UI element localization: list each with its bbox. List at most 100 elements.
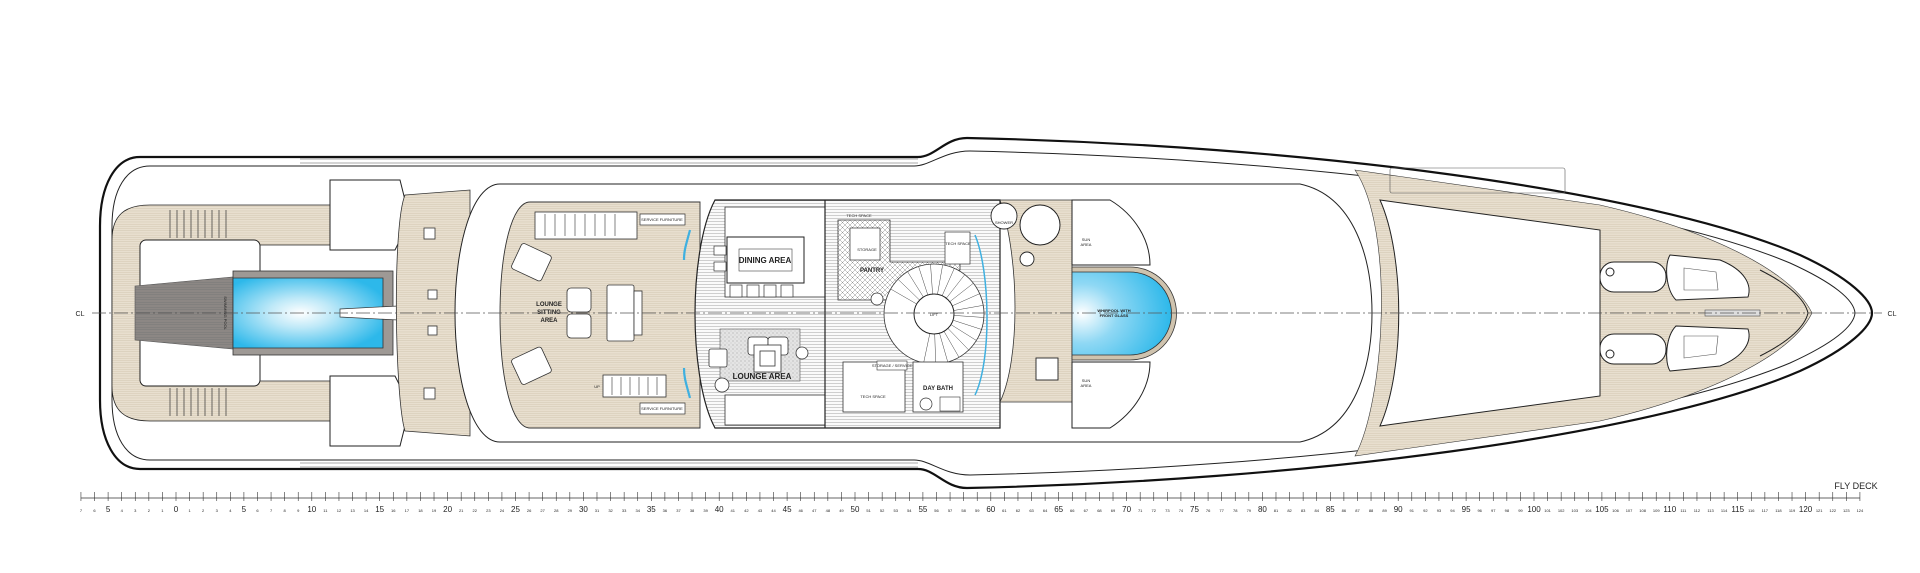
lift [913,293,955,335]
ruler-label: 109 [1653,508,1660,513]
ruler-label: 15 [375,505,384,514]
stair-tread [897,279,920,301]
ruler-label: 78 [1233,508,1238,513]
ruler-label: 3 [216,508,219,513]
ruler-label: 60 [986,505,995,514]
hull-inner-line [111,150,1856,476]
ruler-label: 49 [839,508,844,513]
glass-wall-forward [974,234,988,396]
ruler-label: 94 [1450,508,1455,513]
ruler-label: 28 [554,508,559,513]
ruler-label: 63 [1029,508,1034,513]
stairs-up-label: UP [594,384,600,389]
ruler-label: 8 [284,508,287,513]
side-rail-bottom [300,462,918,468]
ruler-label: 19 [432,508,437,513]
ruler-label: 70 [1122,505,1131,514]
shower-label: SHOWER [995,220,1013,225]
lounge-area-furniture [708,336,809,393]
davit-top [1599,261,1667,293]
stair-tread [934,333,936,364]
tech-space-right-label: TECH SPACE [945,241,971,246]
ruler-label: 123 [1843,508,1850,513]
aft-steps-bottom [169,388,227,416]
hull-outline [98,136,1874,490]
ruler-label: 107 [1626,508,1633,513]
ruler-label: 118 [1775,508,1782,513]
ruler-label: 10 [307,505,316,514]
ruler-label: 36 [663,508,668,513]
ruler-label: 1 [188,508,191,513]
ruler-label: 117 [1762,508,1769,513]
ruler-label: 24 [500,508,505,513]
ruler-label: 35 [647,505,656,514]
stair-tread [952,319,982,330]
ruler-label: 48 [826,508,831,513]
forward-teak-deck [999,199,1073,403]
centerline-label-aft: CL [76,311,85,318]
drawing-title: FLY DECK [1834,481,1877,491]
stair-tread [890,288,917,305]
ruler-label: 29 [568,508,573,513]
pantry-label: PANTRY [860,268,884,274]
ruler-label: 5 [242,505,247,514]
stair-tread [953,315,984,318]
ruler-label: 110 [1663,505,1676,514]
ruler-label: 23 [486,508,491,513]
ruler-label: 0 [174,505,179,514]
stair-tread [907,271,924,298]
ruler-label: 54 [907,508,912,513]
aft-stools [423,227,438,400]
centerline-label-bow: CL [1888,311,1897,318]
pantry-column [870,292,884,306]
ruler-label: 2 [202,508,205,513]
ruler-label: 120 [1799,505,1813,514]
ruler-label: 91 [1410,508,1415,513]
ruler-label: 95 [1462,505,1471,514]
stair-tread [923,333,931,363]
ruler-label: 67 [1084,508,1089,513]
ruler-label: 14 [364,508,369,513]
stair-tread [939,333,949,363]
ruler-label: 6 [93,508,96,513]
day-bath-label: DAY BATH [923,386,953,392]
ruler-label: 5 [106,505,111,514]
ruler-label: 89 [1382,508,1387,513]
storage-label: STORAGE [857,247,877,252]
ruler-label: 57 [948,508,953,513]
stair-tread [946,274,965,299]
day-bath-shower [939,396,961,412]
storage-service [876,360,908,371]
ruler-label: 66 [1070,508,1075,513]
ruler-label: 46 [798,508,803,513]
ruler-label: 111 [1680,508,1687,513]
ruler-label: 97 [1491,508,1496,513]
stair-tread [930,264,933,295]
ruler-label: 101 [1544,508,1551,513]
whirlpool [1071,271,1172,356]
stair-tread [949,283,974,302]
pool-vertical-label: SWIMMING POOL [223,296,228,330]
stairs-bottom [602,374,667,398]
ruler-label: 31 [595,508,600,513]
sun-area-top [1071,199,1151,266]
ruler-label: 20 [443,505,452,514]
ruler-label: 64 [1043,508,1048,513]
tech-space-top-label: TECH SPACE [846,213,872,218]
ruler-label: 108 [1639,508,1646,513]
ruler-label: 104 [1585,508,1592,513]
ruler-label: 41 [731,508,736,513]
ruler-label: 103 [1571,508,1578,513]
ruler-label: 39 [703,508,708,513]
ruler-label: 1 [161,508,164,513]
stair-tread [953,305,984,311]
ruler-label: 22 [473,508,478,513]
ruler-label: 72 [1152,508,1157,513]
service-furniture-bottom-label: SERVICE FURNITURE [641,406,683,411]
dining-table-inset [738,248,793,272]
